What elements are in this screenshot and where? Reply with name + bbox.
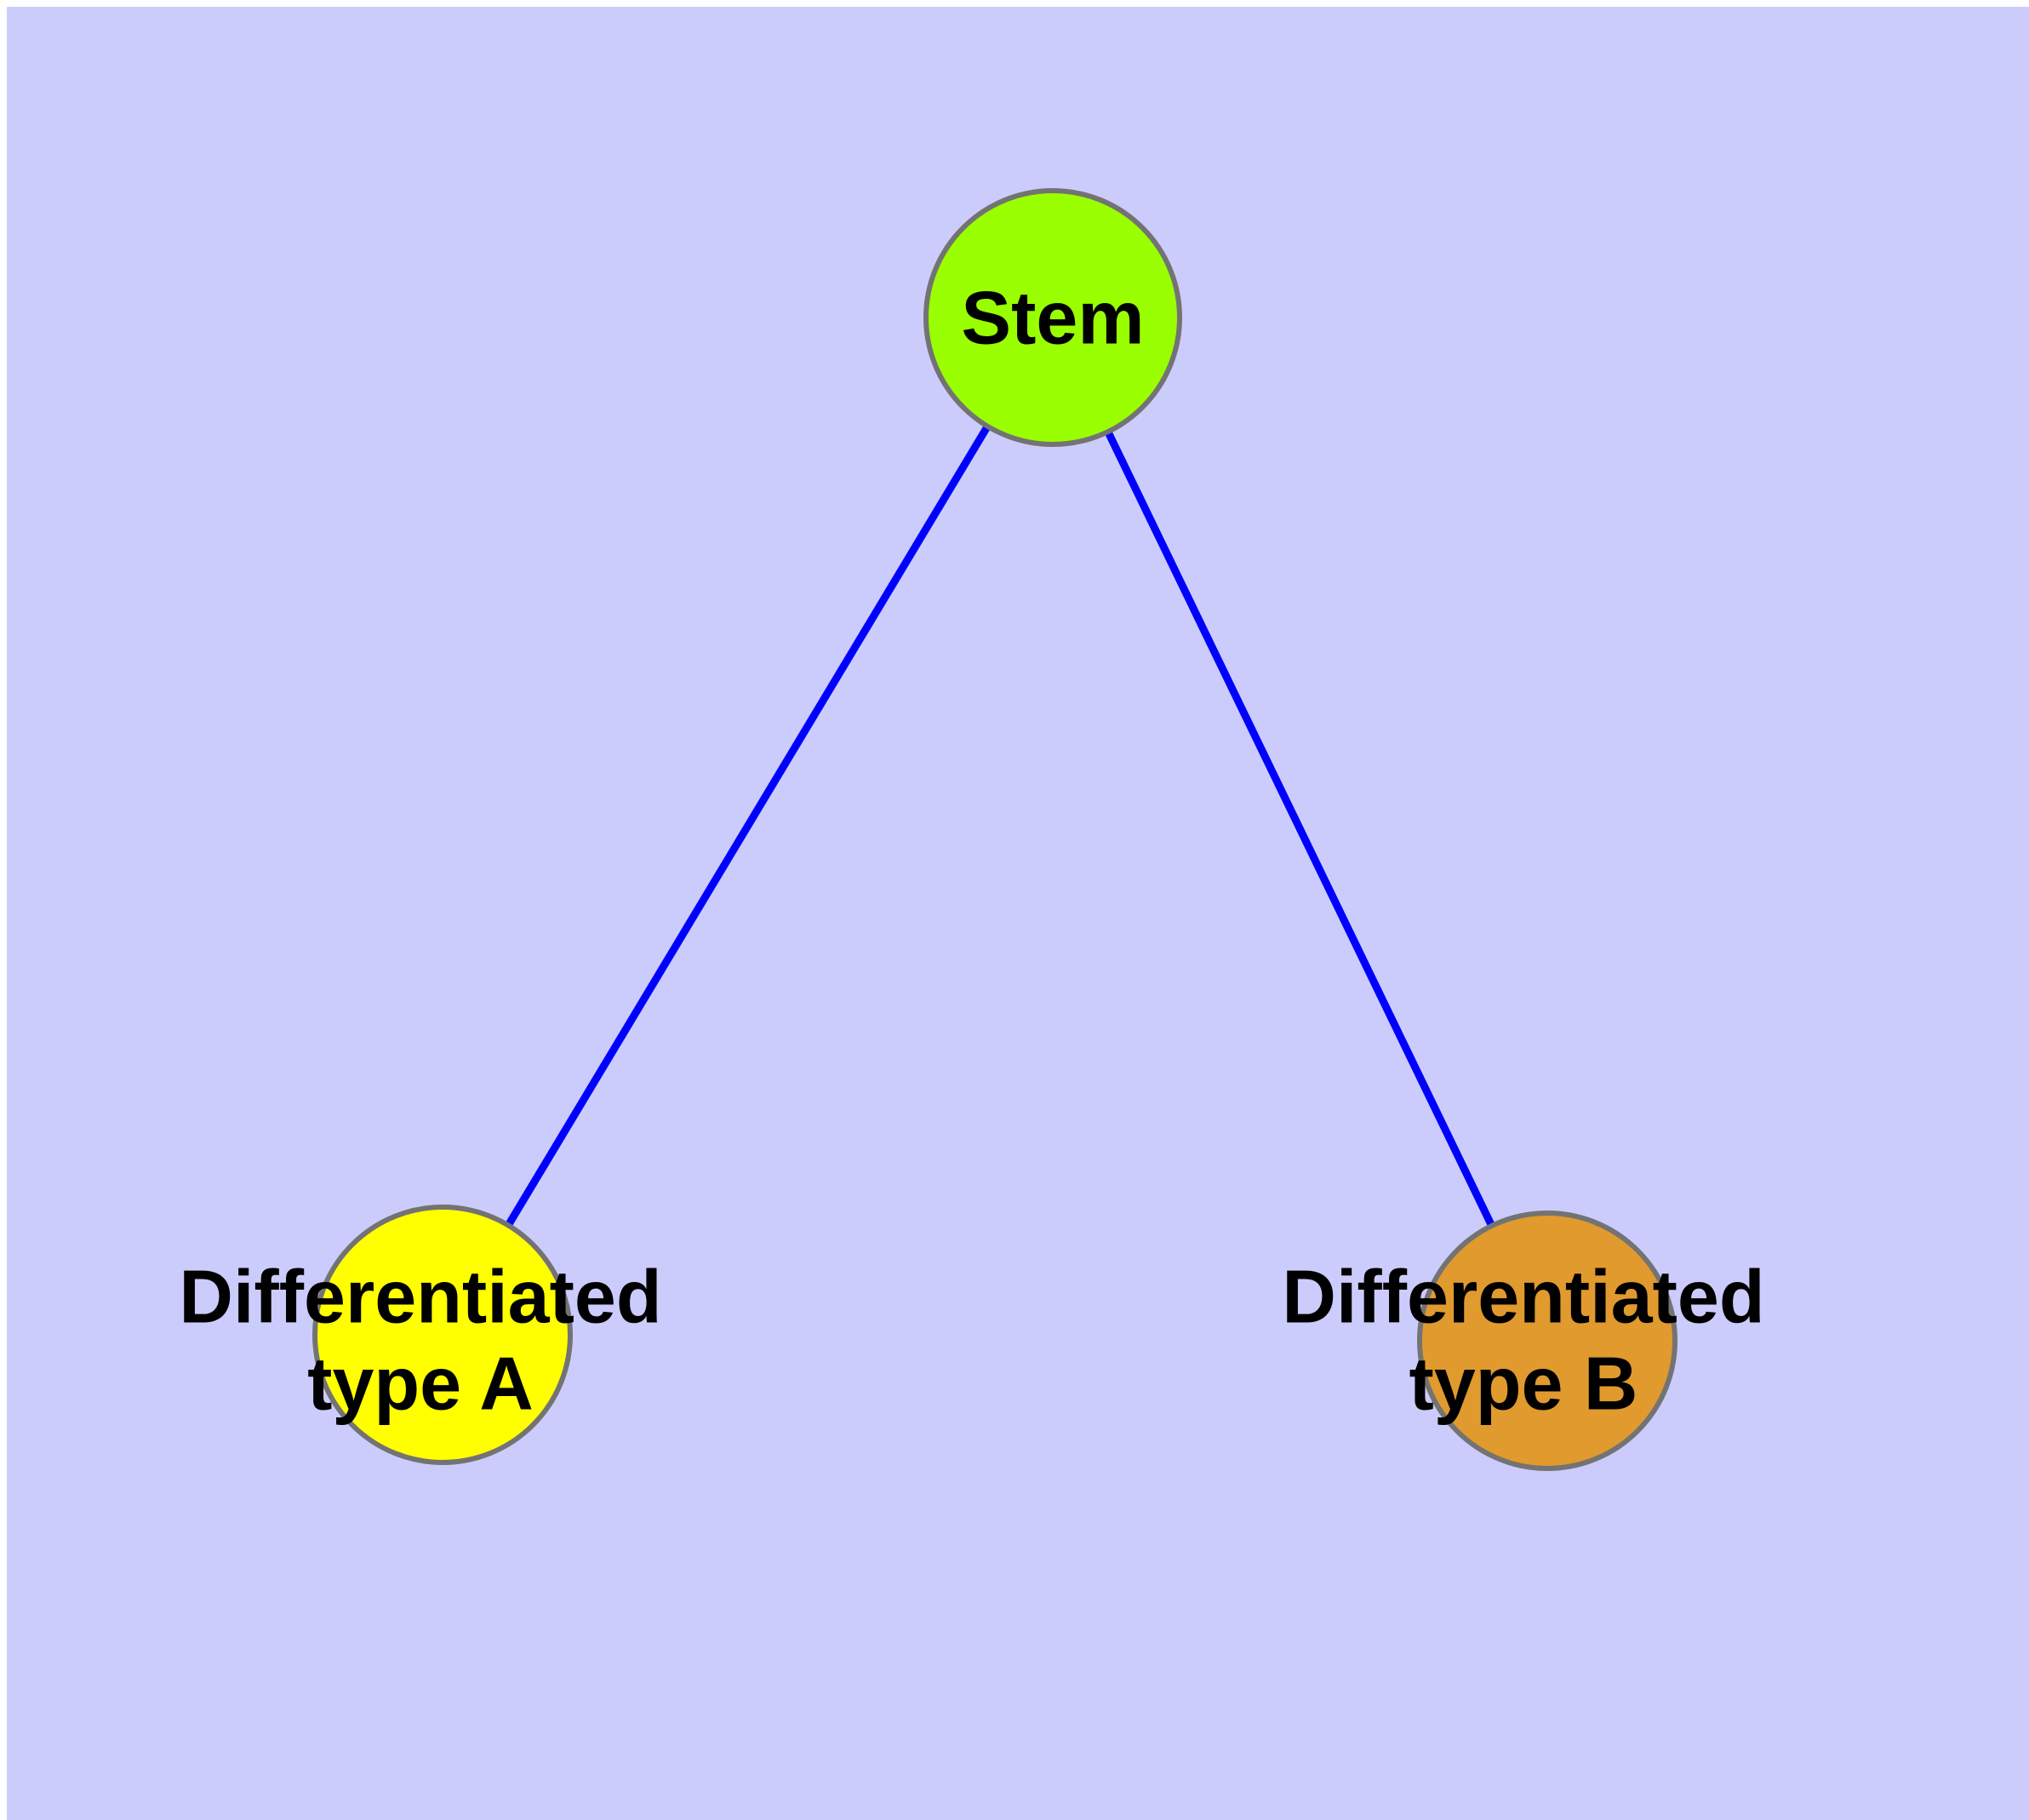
node-differentiated-type-a-label-line1: Differentiated [179, 1255, 661, 1339]
node-stem[interactable] [923, 188, 1182, 447]
node-stem-circle[interactable] [923, 188, 1182, 447]
edges-layer [439, 315, 1552, 1342]
edge-stem-to-differentiated-a[interactable] [439, 315, 1056, 1337]
edge-stem-to-differentiated-b[interactable] [1049, 316, 1552, 1342]
node-differentiated-type-b[interactable] [1417, 1210, 1677, 1471]
node-differentiated-type-b-label-line2: type B [1409, 1342, 1638, 1426]
nodes-layer [312, 188, 1677, 1471]
node-differentiated-type-a-label-line2: type A [307, 1342, 534, 1426]
node-stem-label: Stem [961, 276, 1144, 360]
node-differentiated-type-a[interactable] [312, 1205, 573, 1465]
node-differentiated-type-b-circle[interactable] [1417, 1210, 1677, 1471]
node-differentiated-type-b-label-line1: Differentiated [1282, 1255, 1764, 1339]
labels-layer: Stem Differentiated type A Differentiate… [179, 276, 1764, 1426]
node-differentiated-type-a-circle[interactable] [312, 1205, 573, 1465]
